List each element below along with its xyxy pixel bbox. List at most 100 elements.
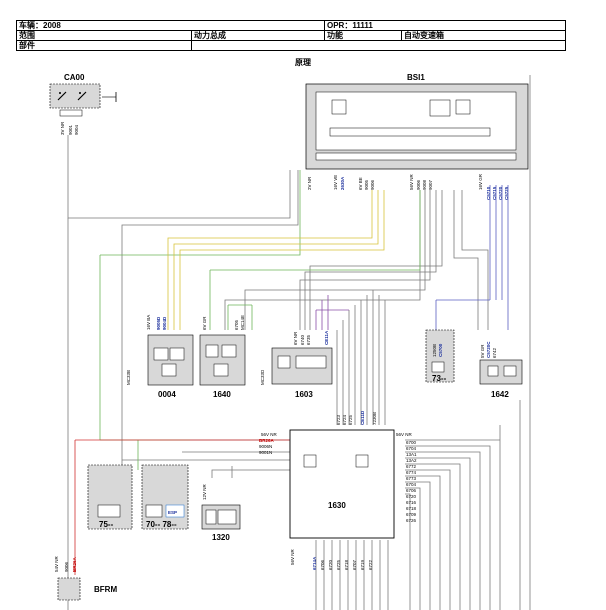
svg-text:7230B: 7230B [372,412,377,425]
svg-text:6V GR: 6V GR [202,316,207,330]
svg-text:9008: 9008 [422,179,427,190]
c0004-module: 0004 16V BA 9005D 9004D MC33B [126,315,194,399]
svg-text:6772: 6772 [406,464,417,469]
svg-text:6706: 6706 [406,488,417,493]
bfrm-label: BFRM [94,585,117,594]
svg-text:56V NR: 56V NR [290,548,295,565]
ca00-label: CA00 [64,73,85,82]
svg-text:MC33D: MC33D [260,369,265,385]
c75-label: 75-- [99,520,114,529]
red-wires [74,439,290,575]
svg-text:9006N: 9006N [259,444,272,449]
svg-text:6719: 6719 [360,559,365,570]
svg-text:CE11A: CE11A [324,330,329,345]
svg-text:9005: 9005 [364,179,369,190]
svg-text:9001: 9001 [68,124,73,135]
svg-text:1250B: 1250B [432,344,437,357]
c1630-label: 1630 [328,501,346,510]
c1603-label: 1603 [295,390,313,399]
svg-text:9007: 9007 [428,179,433,190]
svg-text:5V GR: 5V GR [480,344,485,358]
c70-78-connector: ESP 70-- 78-- [141,464,189,530]
bfrm-connector: BFRM 54V NR 9006 BR26A [54,555,117,601]
svg-text:9004D: 9004D [162,316,167,330]
svg-text:C5720C: C5720C [486,341,491,358]
svg-text:BR26A: BR26A [72,556,77,572]
bsi1-module: BSI1 2V NR 16V VE 2630A 6V BE 9005 9006 … [305,73,529,200]
svg-text:16V BA: 16V BA [146,315,151,330]
svg-text:MC33B: MC33B [126,370,131,385]
svg-text:56V NR: 56V NR [396,432,413,437]
svg-text:C5715: C5715 [492,186,497,200]
svg-text:3V NR: 3V NR [60,121,65,135]
svg-text:9006: 9006 [64,561,69,572]
svg-text:6714A: 6714A [312,556,317,570]
header-table: 车辆：2008 OPR：11111 范围 动力总成 功能 自动变速箱 部件 [16,20,566,51]
svg-text:16V GR: 16V GR [478,173,483,190]
svg-text:9004: 9004 [74,124,79,135]
svg-text:13A2: 13A2 [406,458,417,463]
svg-text:6726: 6726 [406,518,417,523]
blue-wires [435,185,509,330]
svg-text:6707: 6707 [352,559,357,570]
svg-text:9005D: 9005D [156,316,161,330]
svg-text:MC14E: MC14E [240,315,245,330]
esp-label: ESP [168,510,177,515]
svg-text:9001N: 9001N [259,450,272,455]
svg-text:6718: 6718 [406,506,417,511]
svg-text:C5720: C5720 [498,186,503,200]
bsi1-label: BSI1 [407,73,425,82]
c1630-module: 1630 56V NR BR26A 9006N 9001N 56V NR 670… [259,410,417,570]
yellow-wires [167,190,385,330]
svg-text:6709: 6709 [406,512,417,517]
svg-text:CE11D: CE11D [360,410,365,425]
svg-text:6704: 6704 [406,446,417,451]
svg-text:6700: 6700 [406,440,417,445]
c1640-label: 1640 [213,390,231,399]
svg-text:54V NR: 54V NR [54,555,59,572]
svg-text:6725: 6725 [336,559,341,570]
svg-text:6720: 6720 [406,494,417,499]
svg-text:13A1: 13A1 [406,452,417,457]
svg-text:2630A: 2630A [340,176,345,190]
svg-text:2V NR: 2V NR [307,176,312,190]
c1640-module: 1640 6V GR 6705 MC14E MC33D [199,315,265,399]
svg-text:C5710: C5710 [486,186,491,200]
c1642-label: 1642 [491,390,509,399]
c73-connector: 1250B C5700 73-- [425,329,455,383]
c0004-label: 0004 [158,390,176,399]
svg-text:6706: 6706 [320,559,325,570]
svg-text:6740: 6740 [300,334,305,345]
svg-text:6720: 6720 [328,559,333,570]
c73-label: 73-- [432,374,447,383]
svg-text:16V VE: 16V VE [333,175,338,190]
svg-text:6724: 6724 [342,414,347,425]
c70-78-label: 70-- 78-- [146,520,177,529]
purple-wires [315,295,349,330]
svg-text:56V NR: 56V NR [409,173,414,190]
svg-text:9006: 9006 [370,179,375,190]
svg-text:BR26A: BR26A [259,438,275,443]
c1603-module: 1603 6V NR 6740 6735 CE11A [271,330,333,399]
svg-text:6722: 6722 [368,559,373,570]
svg-text:9006: 9006 [416,179,421,190]
c1642-module: 1642 5V GR C5720C 6742 [479,341,523,399]
c1320-label: 1320 [212,533,230,542]
c75-connector: 75-- [87,464,133,530]
svg-text:56V NR: 56V NR [261,432,278,437]
c1320-module: 1320 12V NR [201,483,241,542]
svg-text:6774: 6774 [406,470,417,475]
gray-wires [67,75,531,610]
ca00-connector: CA00 3V NR 9001 9004 [49,73,117,135]
svg-text:6716: 6716 [406,500,417,505]
svg-text:6V NR: 6V NR [293,331,298,345]
svg-text:6705: 6705 [234,319,239,330]
svg-text:6V BE: 6V BE [358,177,363,190]
svg-text:6742: 6742 [492,347,497,358]
svg-text:6735: 6735 [306,334,311,345]
diagram-title: 原理 [295,58,311,67]
svg-text:6725: 6725 [348,414,353,425]
svg-text:C5700: C5700 [438,343,443,357]
svg-text:6773: 6773 [406,476,417,481]
